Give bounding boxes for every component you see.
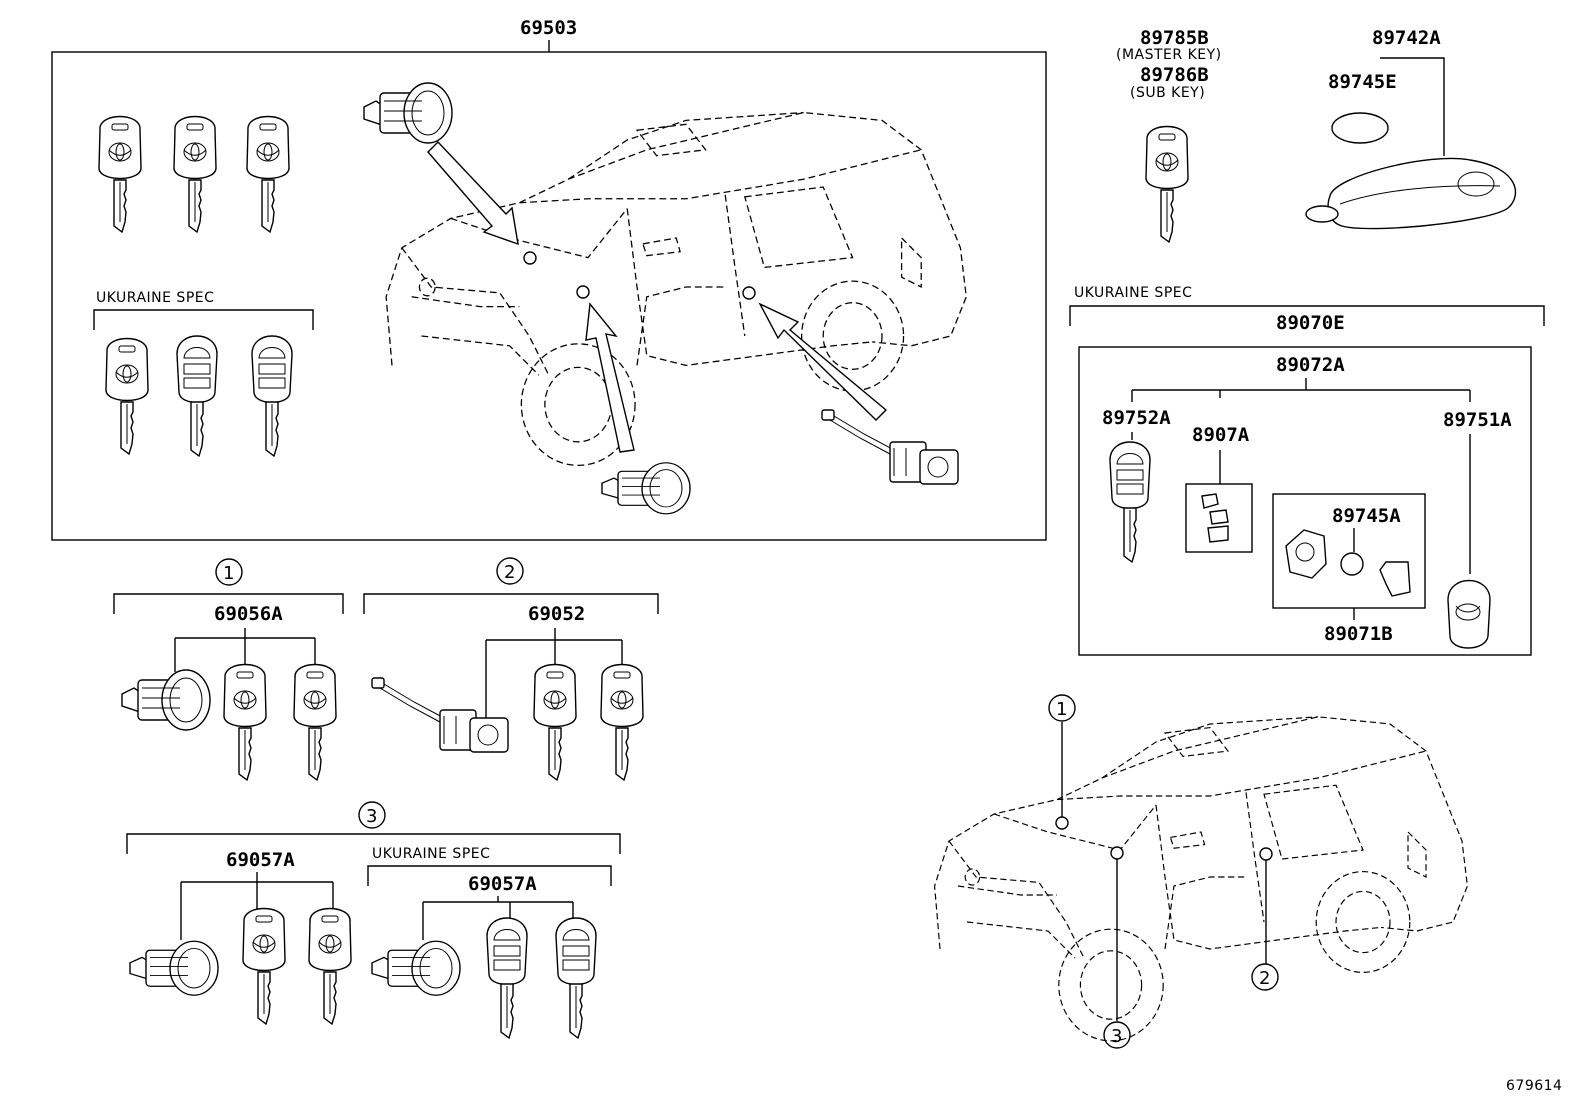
door-cylinder-icon: [601, 462, 691, 515]
key-cover-icon: [1379, 561, 1411, 597]
key-icon: [223, 663, 267, 781]
callout-1-label: 1: [1056, 699, 1067, 720]
callout-2-circle: [496, 557, 524, 585]
callout-1-label: 1: [223, 563, 234, 584]
callout-2-label: 2: [1259, 968, 1270, 989]
note-sub-key: (SUB KEY): [1130, 85, 1205, 101]
part-number-89070E: 89070E: [1276, 312, 1345, 334]
door-cylinder-icon: [129, 940, 219, 996]
key-icon: [293, 663, 337, 781]
part-number-89071B: 89071B: [1324, 623, 1393, 645]
key-icon: [600, 663, 644, 781]
remote-key-icon: [1109, 441, 1151, 563]
callout-1-circle: [1048, 694, 1076, 722]
part-number-89751A: 89751A: [1443, 409, 1512, 431]
callout-3-circle: [1103, 1021, 1131, 1049]
callout-3-label: 3: [366, 806, 377, 827]
key-icon: [173, 115, 217, 233]
callout-2-circle: [1251, 963, 1279, 991]
kit-89071B-frame: [1272, 493, 1426, 609]
part-number-89745A: 89745A: [1332, 505, 1401, 527]
remote-key-icon: [176, 335, 218, 457]
part-number-89742A: 89742A: [1372, 27, 1441, 49]
key-icon: [98, 115, 142, 233]
part-number-89745E: 89745E: [1328, 71, 1397, 93]
battery-icon: [1331, 112, 1389, 144]
ignition-cylinder-icon: [121, 669, 211, 731]
battery-icon: [1340, 552, 1364, 576]
callout-1-circle: [215, 558, 243, 586]
part-number-69052: 69052: [528, 603, 585, 625]
kit-69503-frame: [51, 51, 1047, 541]
remote-fob-icon: [1447, 579, 1491, 649]
diagram-id: 679614: [1506, 1078, 1562, 1094]
remote-key-icon: [555, 917, 597, 1039]
part-number-89786B: 89786B: [1140, 64, 1209, 86]
pointer-arrow: [758, 302, 888, 421]
master-key-icon: [1145, 125, 1189, 243]
door-cylinder-icon: [371, 940, 461, 996]
key-icon: [105, 337, 149, 455]
door-lock-icon: [821, 409, 959, 485]
key-icon: [242, 907, 286, 1025]
pointer-arrow: [427, 140, 519, 246]
remote-key-icon: [251, 335, 293, 457]
callout-2-label: 2: [504, 562, 515, 583]
key-icon: [308, 907, 352, 1025]
note-ukraine-spec: UKURAINE SPEC: [1074, 285, 1192, 301]
part-number-89752A: 89752A: [1102, 407, 1171, 429]
part-number-89785B: 89785B: [1140, 27, 1209, 49]
vehicle-location-illustration: [934, 716, 1468, 1042]
part-number-69503: 69503: [520, 17, 577, 39]
part-number-69056A: 69056A: [214, 603, 283, 625]
kit-8907A-frame: [1185, 483, 1253, 553]
note-ukraine-spec: UKURAINE SPEC: [372, 846, 490, 862]
callout-3-label: 3: [1111, 1026, 1122, 1047]
part-number-89072A: 89072A: [1276, 354, 1345, 376]
key-shell-parts-icon: [1201, 493, 1229, 543]
key-icon: [533, 663, 577, 781]
part-number-8907A: 8907A: [1192, 424, 1250, 446]
note-master-key: (MASTER KEY): [1116, 47, 1222, 63]
note-ukraine-spec: UKURAINE SPEC: [96, 290, 214, 306]
key-icon: [246, 115, 290, 233]
part-number-69057A: 69057A: [226, 849, 295, 871]
smart-key-fob-icon: [1305, 157, 1517, 230]
callout-3-circle: [358, 801, 386, 829]
pointer-arrow: [585, 302, 635, 453]
door-lock-icon: [371, 677, 509, 753]
remote-key-icon: [486, 917, 528, 1039]
transponder-module-icon: [1285, 529, 1327, 579]
ignition-cylinder-icon: [363, 82, 453, 144]
part-number-69057A: 69057A: [468, 873, 537, 895]
kit-89070E-frame: [1078, 346, 1532, 656]
